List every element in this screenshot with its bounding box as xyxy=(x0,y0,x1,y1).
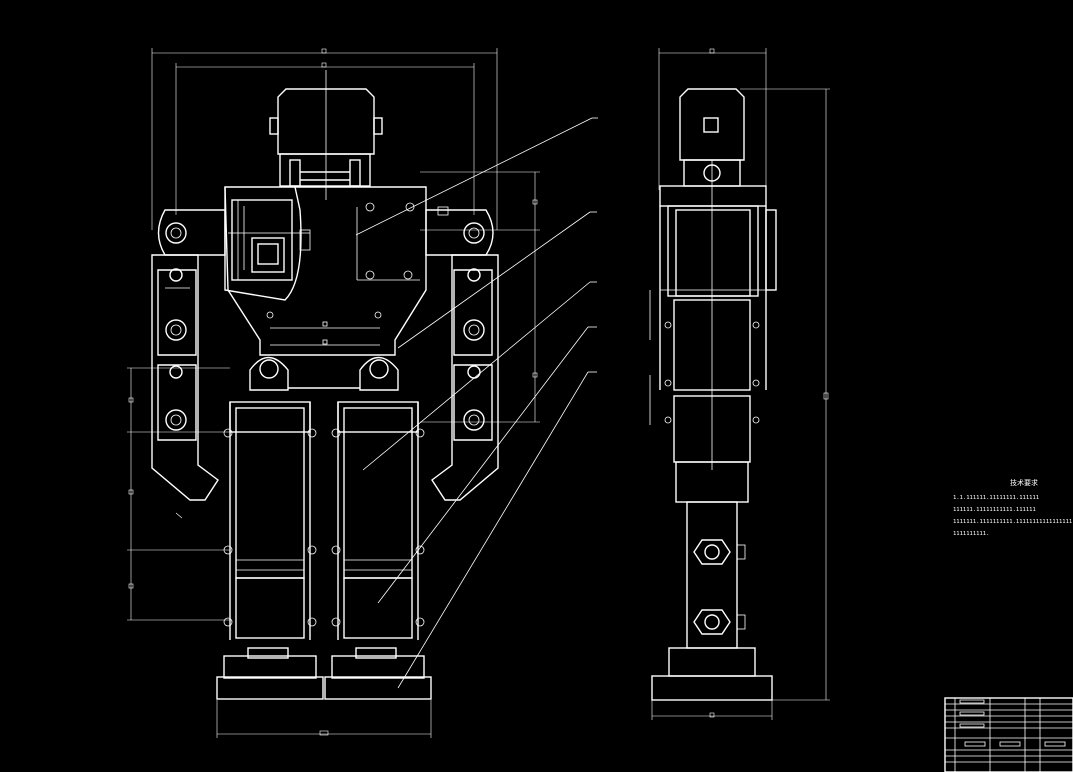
notes-line-4: 1111111111. xyxy=(953,531,989,537)
torso-frame xyxy=(224,186,449,356)
front-left-dimensions xyxy=(127,367,230,621)
left-leg xyxy=(223,401,317,640)
front-view xyxy=(127,48,598,738)
hip-joints xyxy=(249,339,399,391)
side-view xyxy=(649,48,830,720)
part-leader-lines xyxy=(355,117,598,689)
notes-title: 技术要求 xyxy=(1010,478,1038,487)
head-motor xyxy=(269,70,383,200)
title-block xyxy=(944,697,1073,772)
technical-notes: 技术要求 1.1.111111.11111111.111111 111111.1… xyxy=(953,478,1072,537)
left-arm xyxy=(151,254,219,501)
right-leg xyxy=(331,401,425,640)
side-foot xyxy=(651,647,773,720)
shoulder-joints xyxy=(157,209,494,256)
notes-line-3: 1111111.1111111111.11111111111111111 xyxy=(953,519,1072,525)
front-right-dimensions xyxy=(420,171,540,423)
notes-line-2: 111111.11111111111.111111 xyxy=(953,507,1036,513)
front-overall-width-dimension xyxy=(151,48,498,230)
side-leg-lower xyxy=(686,501,746,649)
right-arm xyxy=(431,254,499,501)
notes-line-1: 1.1.111111.11111111.111111 xyxy=(953,495,1039,501)
front-feet xyxy=(216,647,432,738)
side-height-dimension xyxy=(740,88,830,701)
side-torso xyxy=(649,160,777,470)
